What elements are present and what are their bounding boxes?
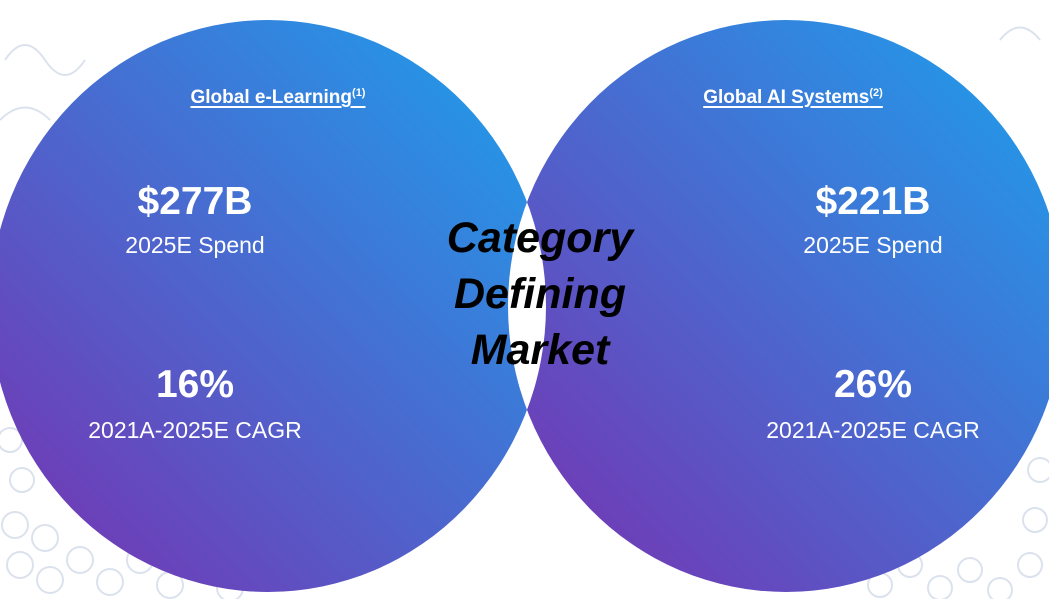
left-title-text: Global e-Learning	[190, 87, 353, 108]
left-cagr-label: 2021A-2025E CAGR	[88, 417, 302, 443]
right-footnote: (2)	[869, 87, 883, 99]
left-cagr-value: 16%	[155, 363, 235, 406]
right-circle	[508, 20, 1049, 592]
overlap-label: Category Defining Market	[400, 210, 680, 378]
left-spend-label: 2025E Spend	[125, 232, 265, 258]
left-title: Global e-Learning(1)	[118, 87, 438, 109]
right-cagr-value: 26%	[833, 363, 913, 406]
right-title: Global AI Systems(2)	[633, 87, 953, 109]
right-title-text: Global AI Systems	[703, 87, 870, 108]
overlap-line-2: Defining	[454, 270, 626, 318]
left-circle	[0, 20, 546, 592]
left-footnote: (1)	[352, 87, 366, 99]
right-spend-label: 2025E Spend	[803, 232, 943, 258]
right-spend-value: $221B	[815, 180, 931, 223]
overlap-line-3: Market	[470, 326, 610, 374]
left-spend-value: $277B	[137, 180, 253, 223]
overlap-line-1: Category	[446, 214, 634, 262]
right-cagr-label: 2021A-2025E CAGR	[766, 417, 980, 443]
